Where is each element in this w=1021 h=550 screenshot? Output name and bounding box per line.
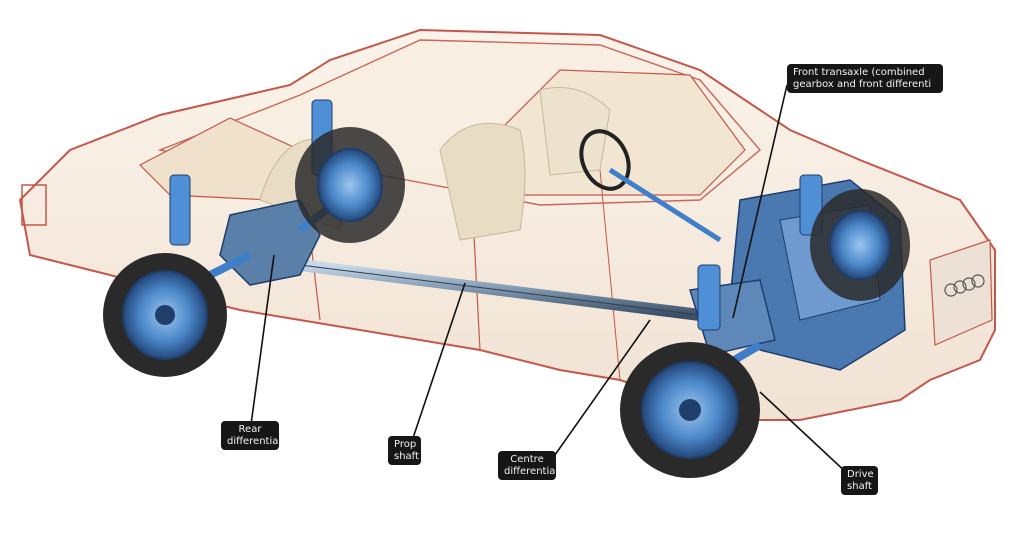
callout-rear-differential-line2: differential: [227, 436, 282, 447]
leader-lines: [249, 84, 850, 476]
front-right-wheel: [810, 189, 910, 301]
leader-front-transaxle: [732, 84, 788, 319]
callout-front-transaxle-line2: gearbox and front differenti: [793, 79, 932, 90]
callout-prop-shaft: Prop shaft: [388, 436, 421, 465]
rear-right-wheel: [295, 127, 405, 243]
callout-centre-differential-line2: differential: [504, 466, 559, 477]
callout-rear-differential: Rear differential: [221, 421, 282, 450]
front-left-wheel: [620, 342, 760, 478]
rear-left-wheel: [103, 253, 227, 377]
callout-drive-shaft: Drive shaft: [841, 466, 878, 495]
leader-centre-differential: [549, 319, 651, 463]
callout-prop-shaft-line2: shaft: [394, 451, 419, 462]
callout-drive-shaft-line2: shaft: [847, 481, 872, 492]
leader-prop-shaft: [409, 282, 466, 448]
callout-rear-differential-line1: Rear: [238, 424, 262, 435]
callout-front-transaxle-line1: Front transaxle (combined: [793, 67, 925, 78]
callout-front-transaxle: Front transaxle (combined gearbox and fr…: [787, 64, 943, 93]
leader-rear-differential: [249, 254, 275, 433]
callout-centre-differential: Centre differential: [498, 451, 559, 480]
leader-drive-shaft: [759, 391, 850, 476]
callout-drive-shaft-line1: Drive: [847, 469, 874, 480]
callout-centre-differential-line1: Centre: [510, 454, 544, 465]
callout-prop-shaft-line1: Prop: [394, 439, 417, 450]
